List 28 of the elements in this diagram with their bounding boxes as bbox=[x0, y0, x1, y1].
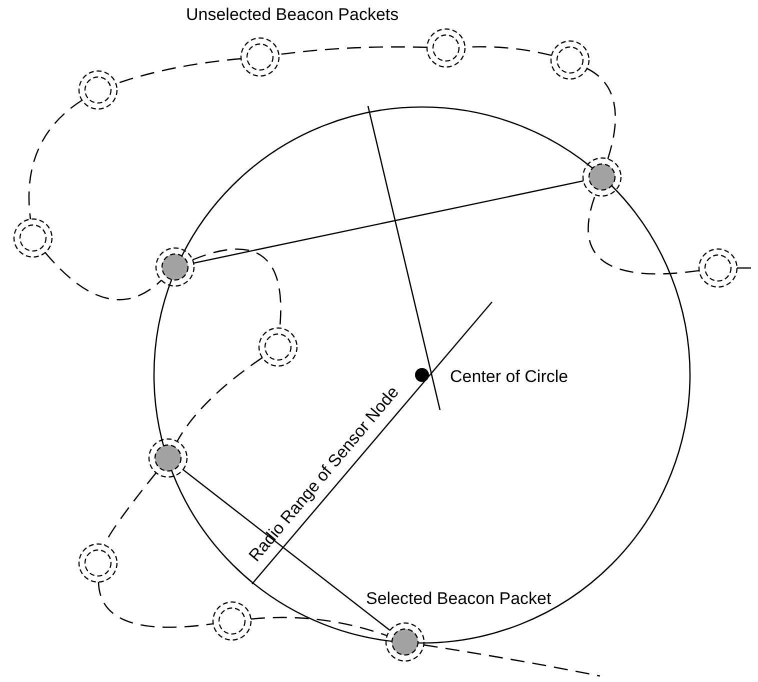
node-caption: Center of Circle bbox=[450, 366, 568, 388]
beacon-ring bbox=[258, 327, 298, 367]
dashed-trajectory bbox=[278, 46, 428, 56]
dashed-trajectory bbox=[98, 582, 214, 628]
beacon-ring bbox=[698, 248, 738, 288]
selected-beacon bbox=[582, 157, 622, 197]
dashed-trajectory bbox=[250, 616, 388, 636]
beacon-ring bbox=[240, 37, 280, 77]
node-caption: Selected Beacon Packet bbox=[366, 588, 552, 610]
selected-beacon bbox=[385, 622, 425, 662]
dashed-trajectory bbox=[28, 100, 82, 220]
beacon-ring bbox=[78, 70, 118, 110]
dashed-trajectory bbox=[44, 252, 162, 300]
dashed-trajectory bbox=[104, 472, 157, 546]
beacon-ring bbox=[13, 218, 53, 258]
beacon-ring bbox=[426, 28, 466, 68]
dashed-trajectory bbox=[424, 644, 600, 677]
dashed-trajectory bbox=[176, 357, 263, 442]
beacon-ring bbox=[550, 40, 590, 80]
beacon-ring bbox=[212, 601, 252, 641]
group-label: Unselected Beacon Packets bbox=[186, 4, 399, 26]
selected-beacon bbox=[155, 247, 195, 287]
beacon-ring bbox=[78, 543, 118, 583]
dashed-trajectory bbox=[588, 194, 700, 275]
dashed-trajectory bbox=[586, 68, 616, 160]
chord-line bbox=[182, 469, 390, 631]
chord-line bbox=[193, 180, 584, 264]
selected-beacon bbox=[148, 438, 188, 478]
